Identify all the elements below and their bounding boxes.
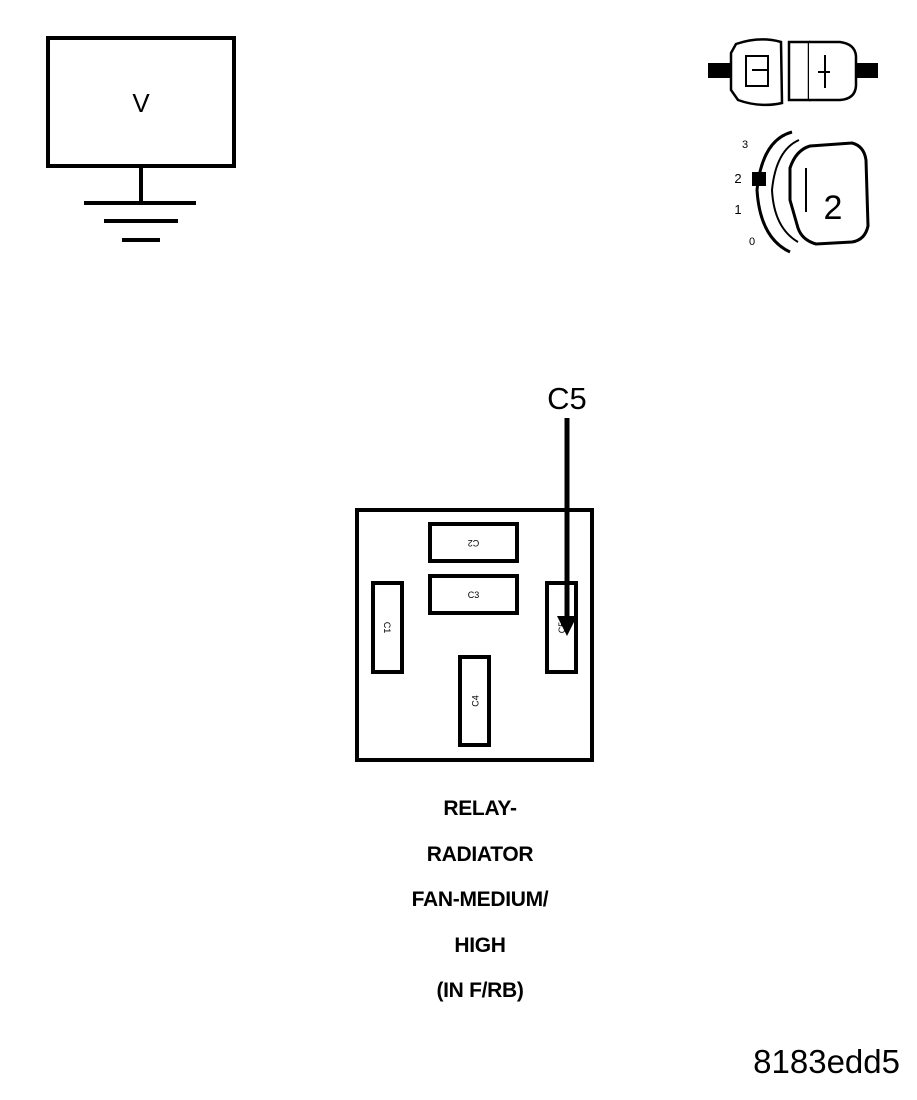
voltmeter-symbol: V bbox=[46, 36, 236, 242]
voltmeter-box bbox=[46, 36, 236, 168]
relay-cavity-c5: C5 bbox=[545, 581, 578, 674]
connector-disconnect-icon bbox=[708, 38, 878, 107]
relay-cavity-c5-label: C5 bbox=[557, 622, 567, 634]
ignition-position-1: 1 bbox=[734, 202, 741, 217]
relay-cavity-c4: C4 bbox=[458, 655, 491, 747]
relay-name-line-5: (IN F/RB) bbox=[436, 979, 524, 1002]
relay-name-label: RELAY- RADIATOR FAN-MEDIUM/ HIGH (IN F/R… bbox=[330, 786, 630, 1014]
relay-cavity-c3-label: C3 bbox=[468, 590, 480, 600]
cavity-pointer-label: C5 bbox=[547, 381, 587, 416]
voltmeter-label: V bbox=[132, 88, 150, 118]
relay-name-line-2: RADIATOR bbox=[426, 842, 534, 866]
relay-name-line-3: FAN-MEDIUM/ bbox=[411, 888, 549, 911]
cavity-pointer-arrow: C5 bbox=[547, 381, 587, 636]
relay-name-line-4: HIGH bbox=[454, 933, 506, 957]
relay-body: C2 C3 C1 C5 C4 bbox=[355, 508, 594, 762]
relay-name-line-1: RELAY- bbox=[443, 797, 517, 820]
relay-cavity-c3: C3 bbox=[428, 574, 519, 615]
ignition-position-2: 2 bbox=[734, 171, 741, 186]
relay-cavity-c1: C1 bbox=[371, 581, 404, 674]
relay-cavity-c1-label: C1 bbox=[382, 622, 392, 634]
relay-cavity-c4-label: C4 bbox=[471, 695, 481, 707]
relay-cavity-c2: C2 bbox=[428, 522, 519, 563]
ground-icon bbox=[84, 166, 196, 242]
ignition-position-0: 0 bbox=[749, 236, 755, 248]
ignition-key-icon: 3 2 1 0 2 bbox=[734, 130, 870, 254]
ignition-key-position: 2 bbox=[824, 189, 843, 227]
relay-cavity-c2-label: C2 bbox=[468, 538, 480, 548]
ignition-position-3: 3 bbox=[742, 139, 748, 151]
figure-code: 8183edd5 bbox=[753, 1043, 900, 1080]
